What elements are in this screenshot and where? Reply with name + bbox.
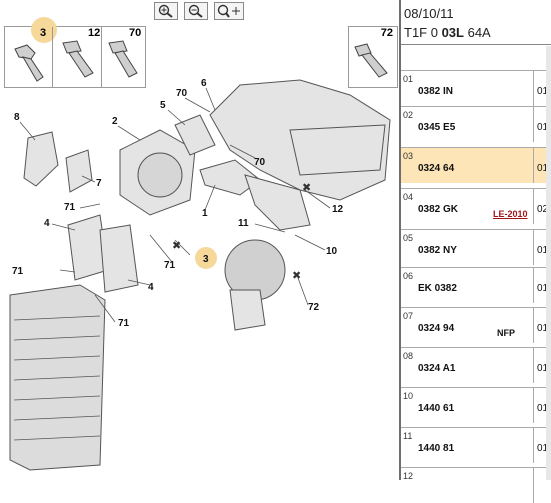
selected-highlight [195,247,217,269]
row-note[interactable]: LE-2010 [493,209,528,219]
row-note: NFP [497,328,515,338]
callout-label[interactable]: 71 [64,202,76,213]
part-number: 0324 64 [418,163,455,174]
callout-label[interactable]: 4 [44,218,50,229]
quantity: 01 [537,443,549,454]
parts-list-row[interactable]: 12 [401,467,551,503]
parts-list-row[interactable]: 06 EK 0382 01 [401,267,551,303]
part-number: 0324 A1 [418,363,456,374]
quantity: 01 [537,245,549,256]
row-index: 08 [403,351,414,361]
callout-label[interactable]: 72 [308,302,320,313]
thumb-number: 3 [40,27,47,39]
callout-label[interactable]: 10 [326,246,338,257]
parts-list-row[interactable]: 10 1440 61 01 [401,387,551,423]
catalog-date: 08/10/11 [404,6,454,21]
quantity: 01 [537,163,549,174]
quantity: 01 [537,403,549,414]
quantity: 01 [537,323,549,334]
quantity: 01 [537,283,549,294]
row-index: 05 [403,233,414,243]
zoom-out-button[interactable] [184,2,208,20]
callout-label[interactable]: 71 [12,266,24,277]
svg-text:✖: ✖ [292,270,301,282]
callout-label[interactable]: 71 [164,260,176,271]
part-number: 0382 IN [418,86,454,97]
part-number: 0382 NY [418,245,457,256]
screw-icon [354,43,388,78]
svg-text:✖: ✖ [302,182,311,194]
callout-label[interactable]: 1 [202,208,208,219]
parts-list-row[interactable]: 11 1440 81 01 [401,427,551,463]
parts-list-row[interactable]: 01 0382 IN 01 [401,70,551,106]
parts-list-row[interactable]: 07 0324 94 01 NFP [401,307,551,343]
scrollbar[interactable] [546,46,551,480]
callout-label[interactable]: 2 [112,116,118,127]
callout-label[interactable]: 11 [238,218,249,229]
part-number: 1440 61 [418,403,455,414]
zoom-in-button[interactable] [154,2,178,20]
catalog-reference: T1F 0 03L 64A [404,25,491,40]
callout-label[interactable]: 6 [201,78,207,89]
thumb-number: 70 [129,27,142,39]
callout-label[interactable]: 4 [148,282,154,293]
zoom-in-icon [158,4,173,18]
parts-list-row[interactable]: 04 0382 GK 02 LE-2010 [401,188,551,224]
turbo-intake-assembly-drawing: ✖ ✖ ✖ [9,79,391,471]
row-index: 11 [403,431,413,441]
parts-list-row[interactable]: 05 0382 NY 01 [401,229,551,265]
bolt-icon [14,40,138,82]
part-number: 0345 E5 [418,122,456,133]
row-index: 01 [403,74,414,84]
row-index: 02 [403,110,414,120]
exploded-parts-diagram[interactable]: 3 12 70 72 [0,0,399,480]
row-index: 07 [403,311,414,321]
svg-text:✖: ✖ [172,240,181,252]
zoom-toolbar [154,2,244,20]
row-index: 06 [403,271,414,281]
quantity: 01 [537,122,549,133]
quantity: 02 [537,204,549,215]
callout-label[interactable]: 12 [332,204,344,215]
parts-list-row[interactable]: 03 0324 64 01 [401,147,551,183]
parts-list-row[interactable]: 02 0345 E5 01 [401,106,551,142]
fastener-thumbnails: 3 12 70 [4,17,146,88]
callout-label[interactable]: 7 [96,178,102,189]
callout-label[interactable]: 70 [254,157,266,168]
quantity: 01 [537,86,549,97]
row-index: 10 [403,391,414,401]
part-number: EK 0382 [418,283,457,294]
panel-divider[interactable] [399,0,401,480]
quantity: 01 [537,363,549,374]
callout-label[interactable]: 5 [160,100,166,111]
zoom-pan-icon [217,4,240,18]
parts-list-row[interactable]: 08 0324 A1 01 [401,347,551,383]
zoom-out-icon [188,4,203,18]
callout-label[interactable]: 71 [118,318,130,329]
row-index: 04 [403,192,414,202]
callout-label[interactable]: 70 [176,88,188,99]
fastener-thumbnail-72: 72 [348,26,398,88]
row-index: 12 [403,471,414,481]
callout-label[interactable]: 3 [203,254,209,265]
row-index: 03 [403,151,414,161]
callout-label[interactable]: 8 [14,112,20,123]
part-number: 0324 94 [418,323,455,334]
part-number: 0382 GK [418,204,459,215]
thumb-number: 72 [380,27,393,39]
zoom-pan-button[interactable] [214,2,244,20]
part-number: 1440 81 [418,443,455,454]
thumb-number: 12 [88,27,101,39]
